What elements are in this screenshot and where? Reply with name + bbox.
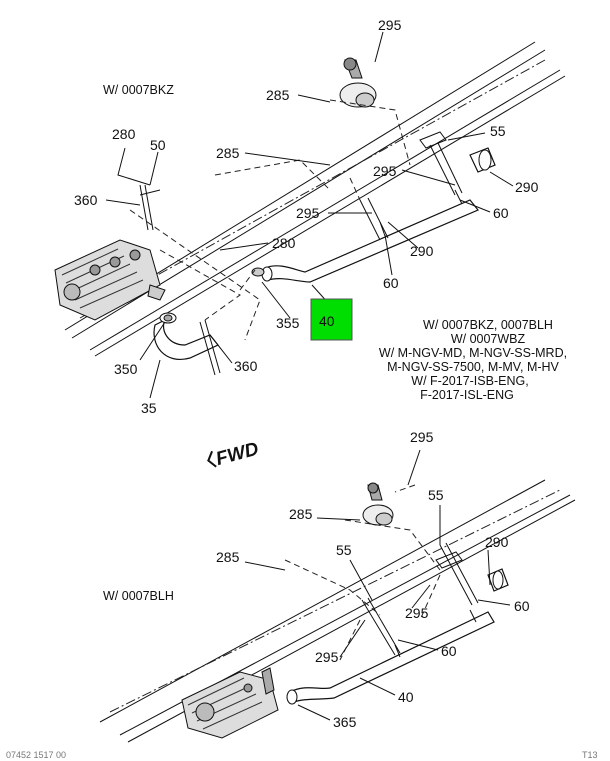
engine-icon (54, 239, 166, 321)
callout-295: 295 (315, 649, 339, 665)
forward-arrow-icon (207, 450, 217, 468)
callout-285: 285 (216, 145, 240, 161)
callout-290: 290 (515, 179, 539, 195)
callout-55: 55 (490, 123, 506, 139)
callout-285: 285 (289, 506, 313, 522)
engine-icon (181, 667, 279, 739)
callout-35: 35 (141, 400, 157, 416)
applicability-line: W/ F-2017-ISB-ENG, (411, 374, 528, 388)
variant-note-bottom: W/ 0007BLH (103, 589, 174, 603)
callout-280: 280 (112, 126, 136, 142)
callout-295: 295 (296, 205, 320, 221)
callout-50: 50 (150, 137, 166, 153)
bottom-assembly: 295 55 285 290 55 285 295 60 295 60 40 3… (99, 429, 576, 743)
callout-360: 360 (74, 192, 98, 208)
callout-295: 295 (405, 605, 429, 621)
applicability-line: W/ 0007BKZ, 0007BLH (423, 318, 553, 332)
intake-fitting-icon (339, 57, 377, 108)
fitting-350-icon (163, 314, 173, 322)
fwd-label: FWD (214, 439, 261, 471)
callout-285: 285 (266, 87, 290, 103)
callout-40-highlighted: 40 (319, 313, 335, 329)
callout-60: 60 (493, 205, 509, 221)
callout-355: 355 (276, 315, 300, 331)
applicability-line: W/ M-NGV-MD, M-NGV-SS-MRD, (379, 346, 567, 360)
applicability-note: W/ 0007BKZ, 0007BLH W/ 0007WBZ W/ M-NGV-… (379, 318, 567, 402)
callout-285: 285 (216, 549, 240, 565)
callout-360: 360 (234, 358, 258, 374)
applicability-line: F-2017-ISL-ENG (420, 388, 514, 402)
footer-page: T13 (582, 750, 598, 760)
highlight-box (310, 298, 353, 341)
forward-indicator: FWD (207, 439, 261, 471)
applicability-line: M-NGV-SS-7500, M-MV, M-HV (387, 360, 559, 374)
callout-60: 60 (441, 643, 457, 659)
callout-290: 290 (410, 243, 434, 259)
callout-55: 55 (428, 487, 444, 503)
intake-fitting-icon (362, 482, 394, 526)
callout-280: 280 (272, 235, 296, 251)
callout-365: 365 (333, 714, 357, 730)
applicability-line: W/ 0007WBZ (451, 332, 526, 346)
callout-295: 295 (410, 429, 434, 445)
callout-350: 350 (114, 361, 138, 377)
callout-40: 40 (398, 689, 414, 705)
variant-note-top: W/ 0007BKZ (103, 83, 174, 97)
callout-290: 290 (485, 534, 509, 550)
top-assembly: 295 285 55 285 295 290 295 60 290 60 280… (54, 17, 566, 416)
callout-60: 60 (383, 275, 399, 291)
callout-295: 295 (373, 163, 397, 179)
callout-60: 60 (514, 598, 530, 614)
footer-code: 07452 1517 00 (6, 750, 66, 760)
callout-295-top: 295 (378, 17, 402, 33)
callout-55: 55 (336, 542, 352, 558)
